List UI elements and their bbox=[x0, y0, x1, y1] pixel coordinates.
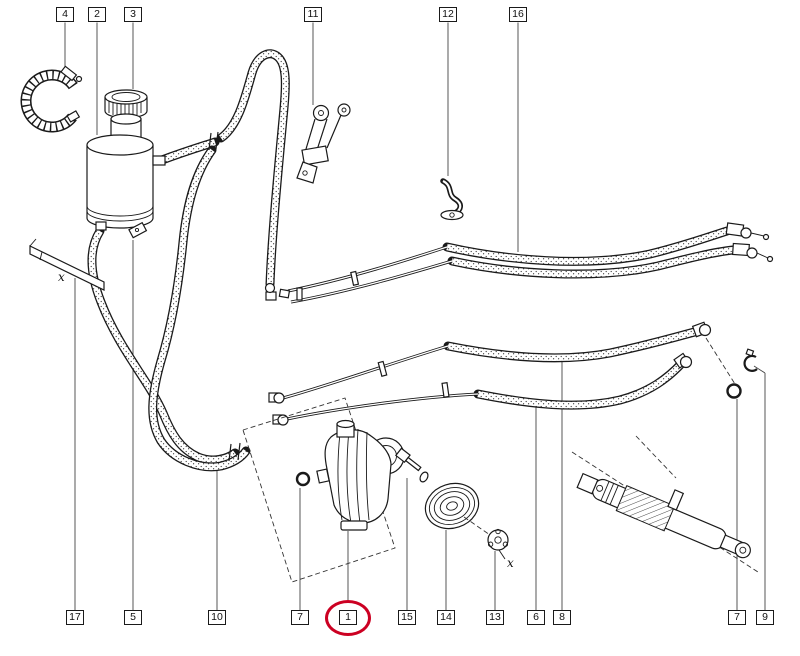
callout-box-12[interactable]: 12 bbox=[439, 7, 457, 22]
callout-label: 16 bbox=[512, 8, 524, 21]
steering-rack bbox=[571, 435, 759, 573]
callout-box-3[interactable]: 3 bbox=[124, 7, 142, 22]
callout-label: 12 bbox=[442, 8, 454, 21]
callout-label: 5 bbox=[130, 611, 136, 624]
pump-pulley bbox=[424, 482, 480, 530]
leader-lines bbox=[64, 22, 766, 610]
power-steering-pump bbox=[316, 419, 405, 531]
callout-label: 2 bbox=[94, 8, 100, 21]
hose-loop-upper bbox=[216, 49, 290, 289]
pipe-fittings bbox=[264, 222, 774, 426]
callout-box-2[interactable]: 2 bbox=[88, 7, 106, 22]
hose-6 bbox=[473, 358, 687, 410]
hose-reservoir-to-clamp bbox=[157, 137, 220, 165]
callout-label: 13 bbox=[489, 611, 501, 624]
rigid-pipes bbox=[282, 245, 479, 421]
dimension-x-label: x bbox=[58, 270, 65, 284]
callout-box-8[interactable]: 8 bbox=[553, 610, 571, 625]
reservoir-body bbox=[86, 113, 166, 231]
callout-label: 17 bbox=[69, 611, 81, 624]
hub-flange: x bbox=[463, 516, 514, 570]
callout-label: 14 bbox=[440, 611, 452, 624]
callout-label: 7 bbox=[734, 611, 740, 624]
reservoir-clamp bbox=[20, 65, 83, 133]
hose-return-left-outer bbox=[148, 145, 251, 472]
hose-clamp-marks bbox=[208, 131, 450, 462]
callout-box-7-right[interactable]: 7 bbox=[728, 610, 746, 625]
callout-label: 7 bbox=[297, 611, 303, 624]
pipe-clamp-bracket bbox=[440, 178, 464, 221]
callout-label: 15 bbox=[401, 611, 413, 624]
callout-box-9[interactable]: 9 bbox=[756, 610, 774, 625]
hose-8 bbox=[443, 326, 703, 363]
callout-box-15[interactable]: 15 bbox=[398, 610, 416, 625]
pulley-bolt bbox=[395, 447, 429, 483]
callout-box-1-highlighted[interactable]: 1 bbox=[339, 610, 357, 625]
hose-high-pressure-lower bbox=[447, 245, 738, 279]
callout-box-11[interactable]: 11 bbox=[304, 7, 322, 22]
callout-box-5[interactable]: 5 bbox=[124, 610, 142, 625]
hose-high-pressure-upper bbox=[442, 226, 732, 266]
o-ring-left bbox=[295, 471, 311, 487]
callout-label: 1 bbox=[345, 611, 351, 624]
callout-label: 4 bbox=[62, 8, 68, 21]
callout-box-14[interactable]: 14 bbox=[437, 610, 455, 625]
bracket-lever bbox=[296, 103, 351, 184]
o-ring-right bbox=[726, 383, 742, 399]
shim-strip: x bbox=[29, 238, 105, 291]
callout-label: 10 bbox=[211, 611, 223, 624]
kit-outline-dashed bbox=[242, 397, 396, 583]
callout-box-7-left[interactable]: 7 bbox=[291, 610, 309, 625]
callout-box-10[interactable]: 10 bbox=[208, 610, 226, 625]
callout-label: 8 bbox=[559, 611, 565, 624]
callout-label: 9 bbox=[762, 611, 768, 624]
snap-ring bbox=[743, 348, 758, 372]
callout-label: 6 bbox=[533, 611, 539, 624]
retaining-clip bbox=[128, 221, 148, 239]
callout-box-6[interactable]: 6 bbox=[527, 610, 545, 625]
dimension-x-label-2: x bbox=[507, 556, 514, 570]
callout-box-16[interactable]: 16 bbox=[509, 7, 527, 22]
callout-box-4[interactable]: 4 bbox=[56, 7, 74, 22]
callout-box-17[interactable]: 17 bbox=[66, 610, 84, 625]
callout-label: 11 bbox=[307, 8, 319, 21]
callout-box-13[interactable]: 13 bbox=[486, 610, 504, 625]
callout-label: 3 bbox=[130, 8, 136, 21]
